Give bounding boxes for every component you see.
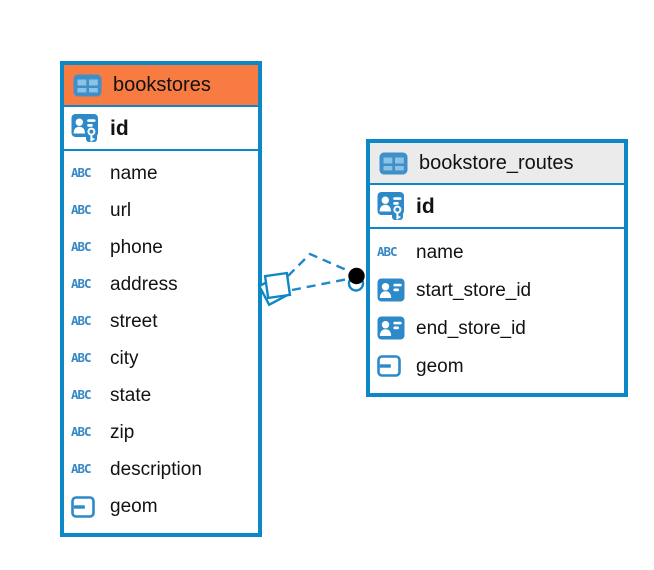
table-name: bookstore_routes	[419, 152, 574, 174]
geometry-type-icon	[71, 495, 102, 518]
relationship-source-marker[interactable]	[257, 271, 292, 307]
field-row[interactable]: geom	[71, 488, 251, 525]
entity-table-bookstore-routes[interactable]: bookstore_routes id ABC	[366, 139, 628, 397]
pk-row-routes-id[interactable]: id	[370, 185, 624, 229]
text-type-icon: ABC	[377, 243, 398, 259]
field-row[interactable]: ABC name	[377, 233, 617, 271]
field-name: phone	[110, 237, 163, 258]
field-row[interactable]: ABC state	[71, 377, 251, 414]
field-name: state	[110, 385, 152, 406]
field-row[interactable]: geom	[377, 347, 617, 385]
field-row[interactable]: ABC street	[71, 303, 251, 340]
field-name: description	[110, 459, 202, 480]
relationship-lines[interactable]	[287, 252, 352, 292]
text-type-icon: ABC	[71, 350, 92, 366]
text-type-icon: ABC	[71, 165, 92, 181]
field-row[interactable]: ABC name	[71, 155, 251, 192]
field-name: name	[110, 163, 158, 184]
table-header-bookstore-routes[interactable]: bookstore_routes	[370, 143, 624, 185]
text-type-icon: ABC	[71, 461, 92, 477]
foreign-key-icon	[377, 316, 408, 340]
primary-key-icon	[71, 113, 102, 143]
pk-field-name: id	[416, 194, 435, 218]
geometry-type-icon	[377, 355, 408, 377]
text-type-icon: ABC	[71, 387, 92, 403]
field-list-bookstores: ABC name ABC url ABC phone ABC address A…	[64, 151, 258, 529]
field-row[interactable]: ABC url	[71, 192, 251, 229]
field-name: zip	[110, 422, 135, 443]
field-name: street	[110, 311, 158, 332]
table-name: bookstores	[113, 74, 211, 96]
field-name: city	[110, 348, 139, 369]
field-row[interactable]: ABC address	[71, 266, 251, 303]
text-type-icon: ABC	[71, 276, 92, 292]
table-icon	[379, 152, 410, 175]
field-row[interactable]: ABC zip	[71, 414, 251, 451]
field-row[interactable]: ABC city	[71, 340, 251, 377]
text-type-icon: ABC	[71, 313, 92, 329]
field-name: geom	[110, 496, 158, 517]
field-name: url	[110, 200, 132, 221]
text-type-icon: ABC	[71, 202, 92, 218]
foreign-key-icon	[377, 278, 408, 302]
table-header-bookstores[interactable]: bookstores	[64, 65, 258, 107]
pk-field-name: id	[110, 116, 129, 140]
text-type-icon: ABC	[71, 239, 92, 255]
field-list-bookstore-routes: ABC name start_store_id	[370, 229, 624, 389]
field-row[interactable]: end_store_id	[377, 309, 617, 347]
table-icon	[73, 74, 104, 97]
text-type-icon: ABC	[71, 424, 92, 440]
field-row[interactable]: ABC phone	[71, 229, 251, 266]
field-name: address	[110, 274, 178, 295]
field-row[interactable]: start_store_id	[377, 271, 617, 309]
field-name: end_store_id	[416, 317, 526, 339]
field-name: start_store_id	[416, 279, 532, 301]
field-name: name	[416, 241, 464, 263]
relationship-target-marker[interactable]	[347, 267, 365, 292]
primary-key-icon	[377, 191, 408, 221]
entity-table-bookstores[interactable]: bookstores id ABC na	[60, 61, 262, 537]
field-name: geom	[416, 355, 464, 377]
pk-row-bookstores-id[interactable]: id	[64, 107, 258, 151]
field-row[interactable]: ABC description	[71, 451, 251, 488]
